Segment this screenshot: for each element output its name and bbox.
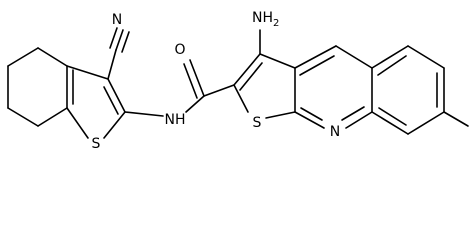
atom-labels: N S NH O NH2 S N [92, 10, 341, 152]
bond [345, 111, 373, 129]
bond [103, 86, 119, 115]
bond [294, 45, 337, 69]
bond [124, 111, 164, 117]
bond [203, 84, 235, 97]
bond [37, 47, 68, 67]
bond [371, 111, 409, 135]
bond [66, 107, 89, 139]
bond [37, 107, 68, 127]
bond [115, 29, 124, 51]
bond [300, 107, 323, 121]
bond [233, 53, 261, 86]
bond [294, 111, 325, 129]
structure-drawing: N S NH O NH2 S N [7, 10, 469, 152]
bond [107, 78, 126, 113]
bond-lines [7, 27, 469, 139]
bond [299, 55, 335, 76]
bond [103, 111, 126, 139]
bond [121, 31, 130, 53]
bond [66, 65, 109, 80]
bond [185, 95, 205, 113]
thiophene-sulfur-right-label: S [253, 115, 262, 131]
bond [7, 107, 39, 127]
pyridine-nitrogen-label: N [330, 124, 340, 140]
bond [371, 45, 409, 69]
bond [259, 53, 296, 69]
bond [443, 111, 469, 127]
bond [233, 84, 249, 113]
bond [378, 107, 407, 126]
bond [407, 45, 445, 69]
bond [377, 55, 407, 76]
bond [183, 63, 198, 99]
bond [341, 106, 365, 121]
bond [239, 62, 263, 91]
amine-label: NH2 [252, 10, 279, 29]
carbonyl-oxygen-label: O [174, 42, 185, 58]
molecule-diagram: N S NH O NH2 S N [7, 10, 469, 152]
thiophene-sulfur-left-label: S [92, 136, 101, 152]
bond [189, 59, 205, 97]
nitrile-nitrogen-label: N [112, 12, 122, 28]
bond [407, 111, 445, 135]
bond [107, 49, 117, 80]
bond [109, 27, 118, 49]
bond [265, 111, 296, 119]
bond [335, 45, 373, 69]
bond [7, 47, 39, 67]
amide-nh-label: NH [165, 112, 186, 128]
